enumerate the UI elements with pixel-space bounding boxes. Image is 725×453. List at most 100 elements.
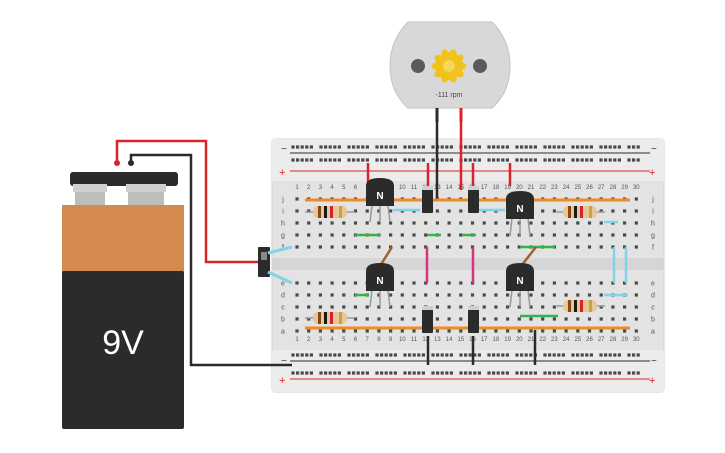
rail-hole[interactable]	[389, 353, 393, 357]
rail-hole[interactable]	[548, 353, 552, 357]
terminal-hole[interactable]	[400, 329, 404, 333]
terminal-hole[interactable]	[482, 281, 486, 285]
terminal-hole[interactable]	[506, 305, 510, 309]
rail-hole[interactable]	[333, 353, 337, 357]
terminal-hole[interactable]	[494, 317, 498, 321]
terminal-hole[interactable]	[576, 329, 580, 333]
resistor-4[interactable]	[555, 300, 605, 312]
terminal-hole[interactable]	[623, 245, 627, 249]
brown-jumper-1[interactable]	[378, 246, 394, 267]
rail-hole[interactable]	[496, 371, 500, 375]
rail-hole[interactable]	[300, 353, 304, 357]
rail-hole[interactable]	[576, 158, 580, 162]
rail-hole[interactable]	[501, 158, 505, 162]
rail-hole[interactable]	[464, 158, 468, 162]
terminal-hole[interactable]	[318, 329, 322, 333]
terminal-hole[interactable]	[529, 329, 533, 333]
rail-hole[interactable]	[543, 145, 547, 149]
terminal-hole[interactable]	[435, 245, 439, 249]
terminal-hole[interactable]	[412, 221, 416, 225]
terminal-hole[interactable]	[470, 221, 475, 225]
rail-hole[interactable]	[505, 158, 509, 162]
rail-hole[interactable]	[576, 353, 580, 357]
rail-hole[interactable]	[501, 371, 505, 375]
rail-hole[interactable]	[492, 158, 496, 162]
terminal-hole[interactable]	[576, 221, 580, 225]
terminal-hole[interactable]	[307, 209, 311, 213]
rail-hole[interactable]	[380, 371, 384, 375]
terminal-hole[interactable]	[353, 305, 358, 309]
terminal-hole[interactable]	[330, 245, 334, 249]
transistor-2[interactable]: N	[506, 191, 534, 237]
terminal-hole[interactable]	[611, 209, 615, 213]
terminal-hole[interactable]	[365, 305, 369, 309]
terminal-hole[interactable]	[307, 233, 311, 237]
rail-hole[interactable]	[375, 145, 379, 149]
terminal-hole[interactable]	[342, 281, 346, 285]
terminal-hole[interactable]	[529, 317, 533, 321]
terminal-hole[interactable]	[377, 209, 381, 213]
rail-hole[interactable]	[627, 371, 631, 375]
rail-hole[interactable]	[529, 145, 533, 149]
terminal-hole[interactable]	[459, 233, 463, 237]
rail-hole[interactable]	[365, 371, 369, 375]
rail-hole[interactable]	[468, 371, 472, 375]
terminal-hole[interactable]	[634, 221, 638, 225]
terminal-hole[interactable]	[365, 209, 369, 213]
rail-hole[interactable]	[449, 353, 453, 357]
terminal-hole[interactable]	[623, 305, 627, 309]
terminal-hole[interactable]	[634, 329, 638, 333]
terminal-hole[interactable]	[623, 329, 627, 333]
terminal-hole[interactable]	[634, 233, 638, 237]
rail-hole[interactable]	[445, 371, 449, 375]
terminal-hole[interactable]	[564, 221, 568, 225]
rail-hole[interactable]	[613, 371, 617, 375]
terminal-hole[interactable]	[564, 293, 568, 297]
rail-hole[interactable]	[347, 145, 351, 149]
rail-hole[interactable]	[319, 145, 323, 149]
terminal-hole[interactable]	[424, 281, 428, 285]
terminal-hole[interactable]	[552, 317, 556, 321]
terminal-hole[interactable]	[377, 293, 381, 297]
terminal-hole[interactable]	[506, 293, 510, 297]
rail-hole[interactable]	[604, 145, 608, 149]
terminal-hole[interactable]	[634, 281, 638, 285]
rail-hole[interactable]	[324, 158, 328, 162]
terminal-hole[interactable]	[412, 317, 416, 321]
rail-hole[interactable]	[617, 145, 621, 149]
rail-hole[interactable]	[515, 353, 519, 357]
terminal-hole[interactable]	[587, 293, 592, 297]
rail-hole[interactable]	[533, 158, 537, 162]
terminal-hole[interactable]	[506, 233, 510, 237]
terminal-hole[interactable]	[541, 281, 545, 285]
rail-hole[interactable]	[431, 158, 435, 162]
terminal-hole[interactable]	[506, 329, 510, 333]
rail-hole[interactable]	[291, 371, 295, 375]
rail-hole[interactable]	[375, 371, 379, 375]
rail-hole[interactable]	[473, 353, 477, 357]
terminal-hole[interactable]	[482, 305, 486, 309]
terminal-hole[interactable]	[541, 293, 545, 297]
terminal-hole[interactable]	[459, 305, 463, 309]
terminal-hole[interactable]	[599, 293, 603, 297]
rail-hole[interactable]	[309, 145, 313, 149]
terminal-hole[interactable]	[365, 329, 369, 333]
rail-hole[interactable]	[333, 158, 337, 162]
terminal-hole[interactable]	[400, 221, 404, 225]
rail-hole[interactable]	[436, 353, 440, 357]
terminal-hole[interactable]	[447, 221, 451, 225]
terminal-hole[interactable]	[365, 245, 369, 249]
terminal-hole[interactable]	[307, 317, 311, 321]
resistor-2[interactable]	[555, 206, 605, 218]
rail-hole[interactable]	[505, 371, 509, 375]
rail-hole[interactable]	[459, 371, 463, 375]
terminal-hole[interactable]	[599, 221, 603, 225]
rail-hole[interactable]	[543, 371, 547, 375]
rail-hole[interactable]	[505, 353, 509, 357]
terminal-hole[interactable]	[482, 293, 486, 297]
rail-hole[interactable]	[384, 145, 388, 149]
rail-hole[interactable]	[449, 158, 453, 162]
terminal-hole[interactable]	[587, 221, 592, 225]
terminal-hole[interactable]	[576, 281, 580, 285]
terminal-hole[interactable]	[307, 293, 311, 297]
